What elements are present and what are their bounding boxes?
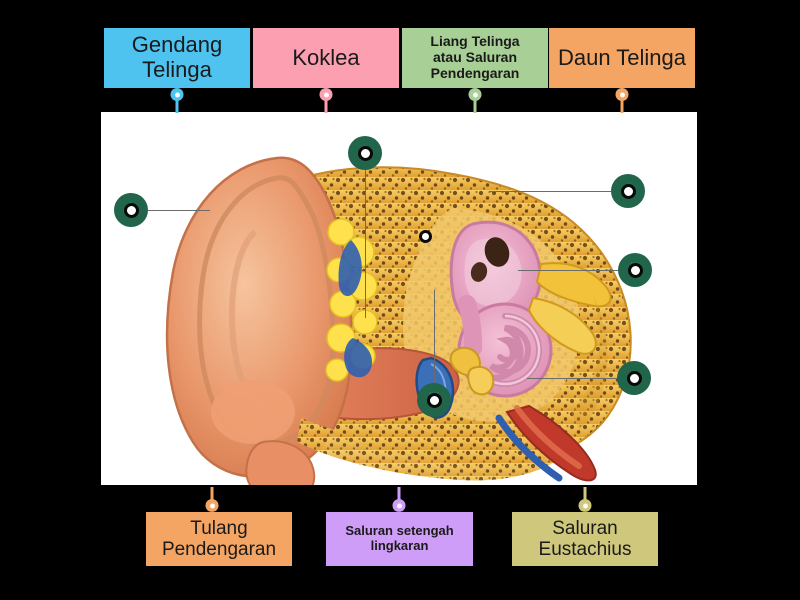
drop-target-2[interactable]: 2 — [348, 136, 382, 170]
leader-line-7 — [434, 290, 435, 383]
pin-tulang-pendengaran — [205, 487, 219, 512]
pin-gendang-telinga — [170, 88, 184, 113]
label-tulang-pendengaran-text: Tulang Pendengaran — [161, 517, 277, 560]
pin-stem — [210, 487, 214, 507]
label-saluran-eustachius-text: Saluran Eustachius — [538, 517, 632, 560]
pin-head — [578, 499, 592, 512]
pin-saluran-eustachius — [578, 487, 592, 512]
label-tulang-pendengaran[interactable]: Tulang Pendengaran — [146, 512, 292, 566]
pin-stem — [473, 93, 477, 113]
pin-head — [170, 88, 184, 101]
pin-head — [468, 88, 482, 101]
leader-line-4 — [489, 191, 611, 192]
pin-stem — [583, 487, 587, 507]
pin-stem — [620, 93, 624, 113]
pin-stem — [397, 487, 401, 507]
marker-hole-3 — [418, 229, 432, 243]
drop-target-6[interactable]: 6 — [617, 361, 651, 395]
label-gendang-telinga[interactable]: Gendang Telinga — [104, 28, 250, 88]
pin-head — [319, 88, 333, 101]
drop-target-3[interactable] — [417, 228, 433, 244]
marker-hole-5 — [627, 262, 643, 278]
ear-diagram-image — [101, 112, 697, 485]
marker-hole-6 — [626, 370, 642, 386]
label-saluran-setengah-lingkaran[interactable]: Saluran setengah lingkaran — [326, 512, 473, 566]
pin-koklea — [319, 88, 333, 113]
label-liang-telinga-text: Liang Telinga atau Saluran Pendengaran — [430, 33, 520, 81]
leader-line-6 — [527, 378, 617, 379]
diagram-panel — [101, 112, 697, 485]
marker-hole-7 — [426, 392, 442, 408]
marker-hole-4 — [620, 183, 636, 199]
label-daun-telinga[interactable]: Daun Telinga — [549, 28, 695, 88]
label-saluran-eustachius[interactable]: Saluran Eustachius — [512, 512, 658, 566]
label-koklea[interactable]: Koklea — [253, 28, 399, 88]
label-gendang-telinga-text: Gendang Telinga — [131, 32, 223, 82]
pin-head — [392, 499, 406, 512]
leader-line-5 — [518, 270, 618, 271]
pin-stem — [175, 93, 179, 113]
marker-hole-1 — [123, 202, 139, 218]
leader-line-2 — [365, 170, 366, 318]
label-saluran-setengah-lingkaran-text: Saluran setengah lingkaran — [345, 523, 454, 553]
drop-target-4[interactable]: 4 — [611, 174, 645, 208]
pin-daun-telinga — [615, 88, 629, 113]
drop-target-1[interactable]: 1 — [114, 193, 148, 227]
drop-target-5[interactable]: 5 — [618, 253, 652, 287]
pin-head — [615, 88, 629, 101]
pin-saluran-setengah-lingkaran — [392, 487, 406, 512]
label-daun-telinga-text: Daun Telinga — [557, 44, 687, 70]
pin-stem — [324, 93, 328, 113]
pin-liang-telinga — [468, 88, 482, 113]
pin-head — [205, 499, 219, 512]
drop-target-7[interactable]: 7 — [417, 383, 451, 417]
label-liang-telinga[interactable]: Liang Telinga atau Saluran Pendengaran — [402, 28, 548, 88]
marker-hole-2 — [357, 145, 373, 161]
leader-line-1 — [148, 210, 210, 211]
label-koklea-text: Koklea — [292, 44, 360, 70]
